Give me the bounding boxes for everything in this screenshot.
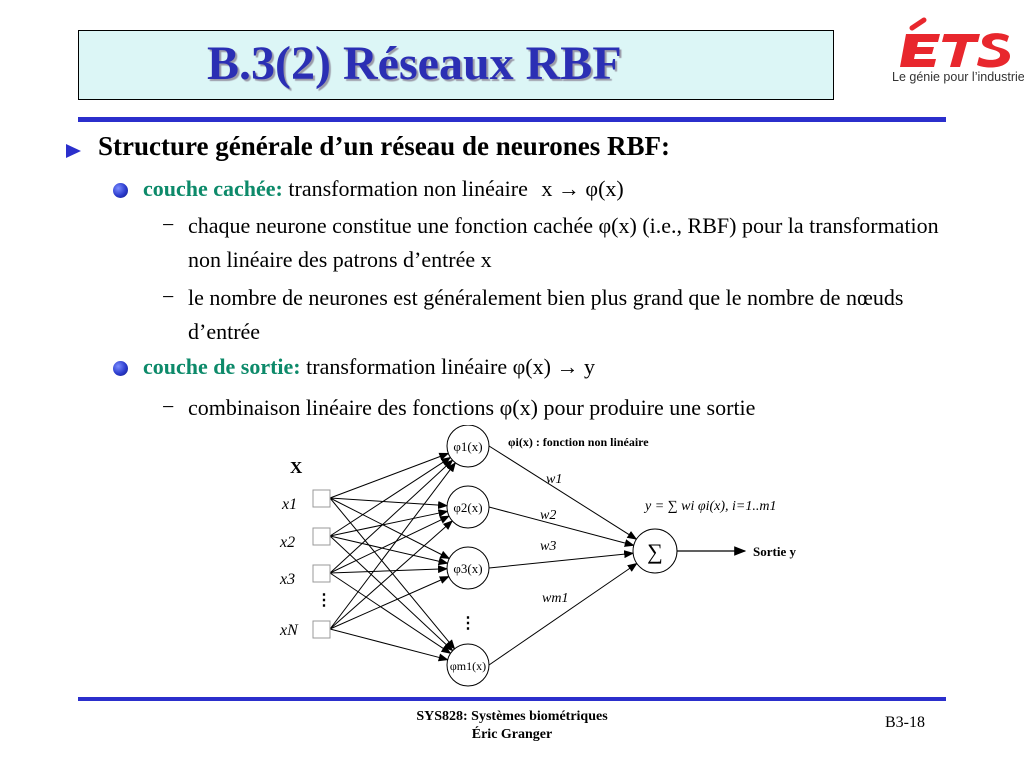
bullet-triangle-icon (66, 144, 81, 158)
footer-center: SYS828: Systèmes biométriques Éric Grang… (0, 708, 1024, 744)
hidden-to-sum-edge-3 (488, 550, 635, 569)
dash-icon: − (162, 284, 175, 309)
input-to-hidden-edge-3-4 (329, 572, 452, 654)
input-label-2: x2 (279, 534, 295, 551)
input-node-3: x3 (279, 564, 331, 588)
input-to-hidden-edge-3-3 (329, 565, 449, 574)
input-to-hidden-edge-3-1 (329, 459, 454, 574)
input-label-3: x3 (279, 571, 295, 588)
hidden-label-3: φ3(x) (453, 561, 482, 576)
hidden-to-sum-edge-2 (488, 506, 635, 547)
input-to-hidden-edge-3-2 (329, 515, 450, 574)
hidden-label-m: φm1(x) (450, 659, 486, 673)
weight-label-2: w2 (540, 508, 556, 523)
weight-label-m: wm1 (542, 591, 568, 606)
input-label-n: xN (279, 622, 299, 639)
output-equation: y = ∑ wi φi(x), i=1..m1 (643, 499, 777, 514)
output-layer-label: couche de sortie: (143, 354, 301, 379)
input-to-hidden-edge-4-4 (329, 628, 449, 662)
connection-lines (329, 445, 638, 666)
hidden-node-3: φ3(x) (446, 546, 490, 590)
input-node-2: x2 (279, 527, 331, 551)
hidden-node-2: φ2(x) (446, 485, 490, 529)
output-layer-text: transformation linéaire (306, 354, 508, 379)
hidden-layer-text: transformation non linéaire (288, 176, 528, 201)
hidden-label-2: φ2(x) (453, 500, 482, 515)
dash-icon: − (162, 212, 175, 237)
title-box: B.3(2) Réseaux RBF (78, 30, 834, 100)
output-layer-line: couche de sortie: transformation linéair… (143, 354, 595, 380)
bullet-dot-icon (113, 183, 128, 198)
hidden-node-1: φ1(x) (446, 425, 490, 468)
page-number: B3-18 (885, 714, 925, 731)
weight-label-3: w3 (540, 539, 556, 554)
rbf-network-diagram: X x1 x2 x3 ⋮ xN φ1(x) φ2(x) φ3(x) ⋮ φm1(… (279, 425, 796, 687)
hidden-item-2: le nombre de neurones est généralement b… (188, 285, 904, 344)
hidden-to-sum-edge-4 (488, 562, 638, 666)
hidden-layer-formula: x → φ(x) (541, 176, 624, 201)
input-to-hidden-edge-2-1 (329, 456, 452, 537)
slide-title: B.3(2) Réseaux RBF (207, 37, 622, 90)
input-to-hidden-edge-4-3 (329, 576, 450, 630)
dash-icon: − (162, 394, 175, 419)
input-to-hidden-edge-2-4 (329, 535, 454, 652)
footer-course: SYS828: Systèmes biométriques (416, 709, 608, 724)
input-to-hidden-edge-4-1 (329, 461, 456, 630)
input-to-hidden-edge-4-2 (329, 520, 454, 630)
sum-node: ∑ (632, 528, 678, 574)
input-header: X (290, 458, 303, 477)
output-layer-formula: φ(x) → y (512, 354, 595, 379)
weight-label-1: w1 (546, 472, 562, 487)
hidden-ellipsis: ⋮ (460, 615, 476, 632)
hidden-to-sum-edge-1 (488, 445, 638, 540)
main-bullet: Structure générale d’un réseau de neuron… (98, 131, 670, 161)
input-node-n: xN (279, 620, 331, 639)
bullet-dot-icon (113, 361, 128, 376)
input-to-hidden-edge-1-2 (329, 497, 449, 510)
top-rule (78, 117, 946, 122)
input-to-hidden-edge-2-3 (329, 535, 449, 566)
input-to-hidden-edge-1-1 (329, 452, 450, 499)
ets-logo (900, 17, 1010, 68)
hidden-layer-line: couche cachée: transformation non linéai… (143, 176, 624, 202)
input-to-hidden-edge-1-3 (329, 497, 451, 559)
sum-symbol: ∑ (647, 539, 663, 564)
hidden-label-1: φ1(x) (453, 439, 482, 454)
logo-tagline: Le génie pour l’industrie (892, 70, 1024, 84)
input-to-hidden-edge-2-2 (329, 509, 449, 537)
hidden-note: φi(x) : fonction non linéaire (508, 435, 649, 449)
ets-logo-mark (900, 17, 1010, 68)
output-label: Sortie y (753, 544, 796, 559)
input-ellipsis: ⋮ (316, 592, 332, 609)
input-label-1: x1 (281, 496, 297, 513)
hidden-layer-label: couche cachée: (143, 176, 283, 201)
output-item-1: combinaison linéaire des fonctions φ(x) … (188, 395, 756, 420)
bottom-rule (78, 697, 946, 701)
footer-author: Éric Granger (471, 727, 553, 742)
hidden-node-m: φm1(x) (446, 643, 490, 687)
input-node-1: x1 (281, 489, 331, 513)
hidden-item-1: chaque neurone constitue une fonction ca… (188, 213, 939, 272)
